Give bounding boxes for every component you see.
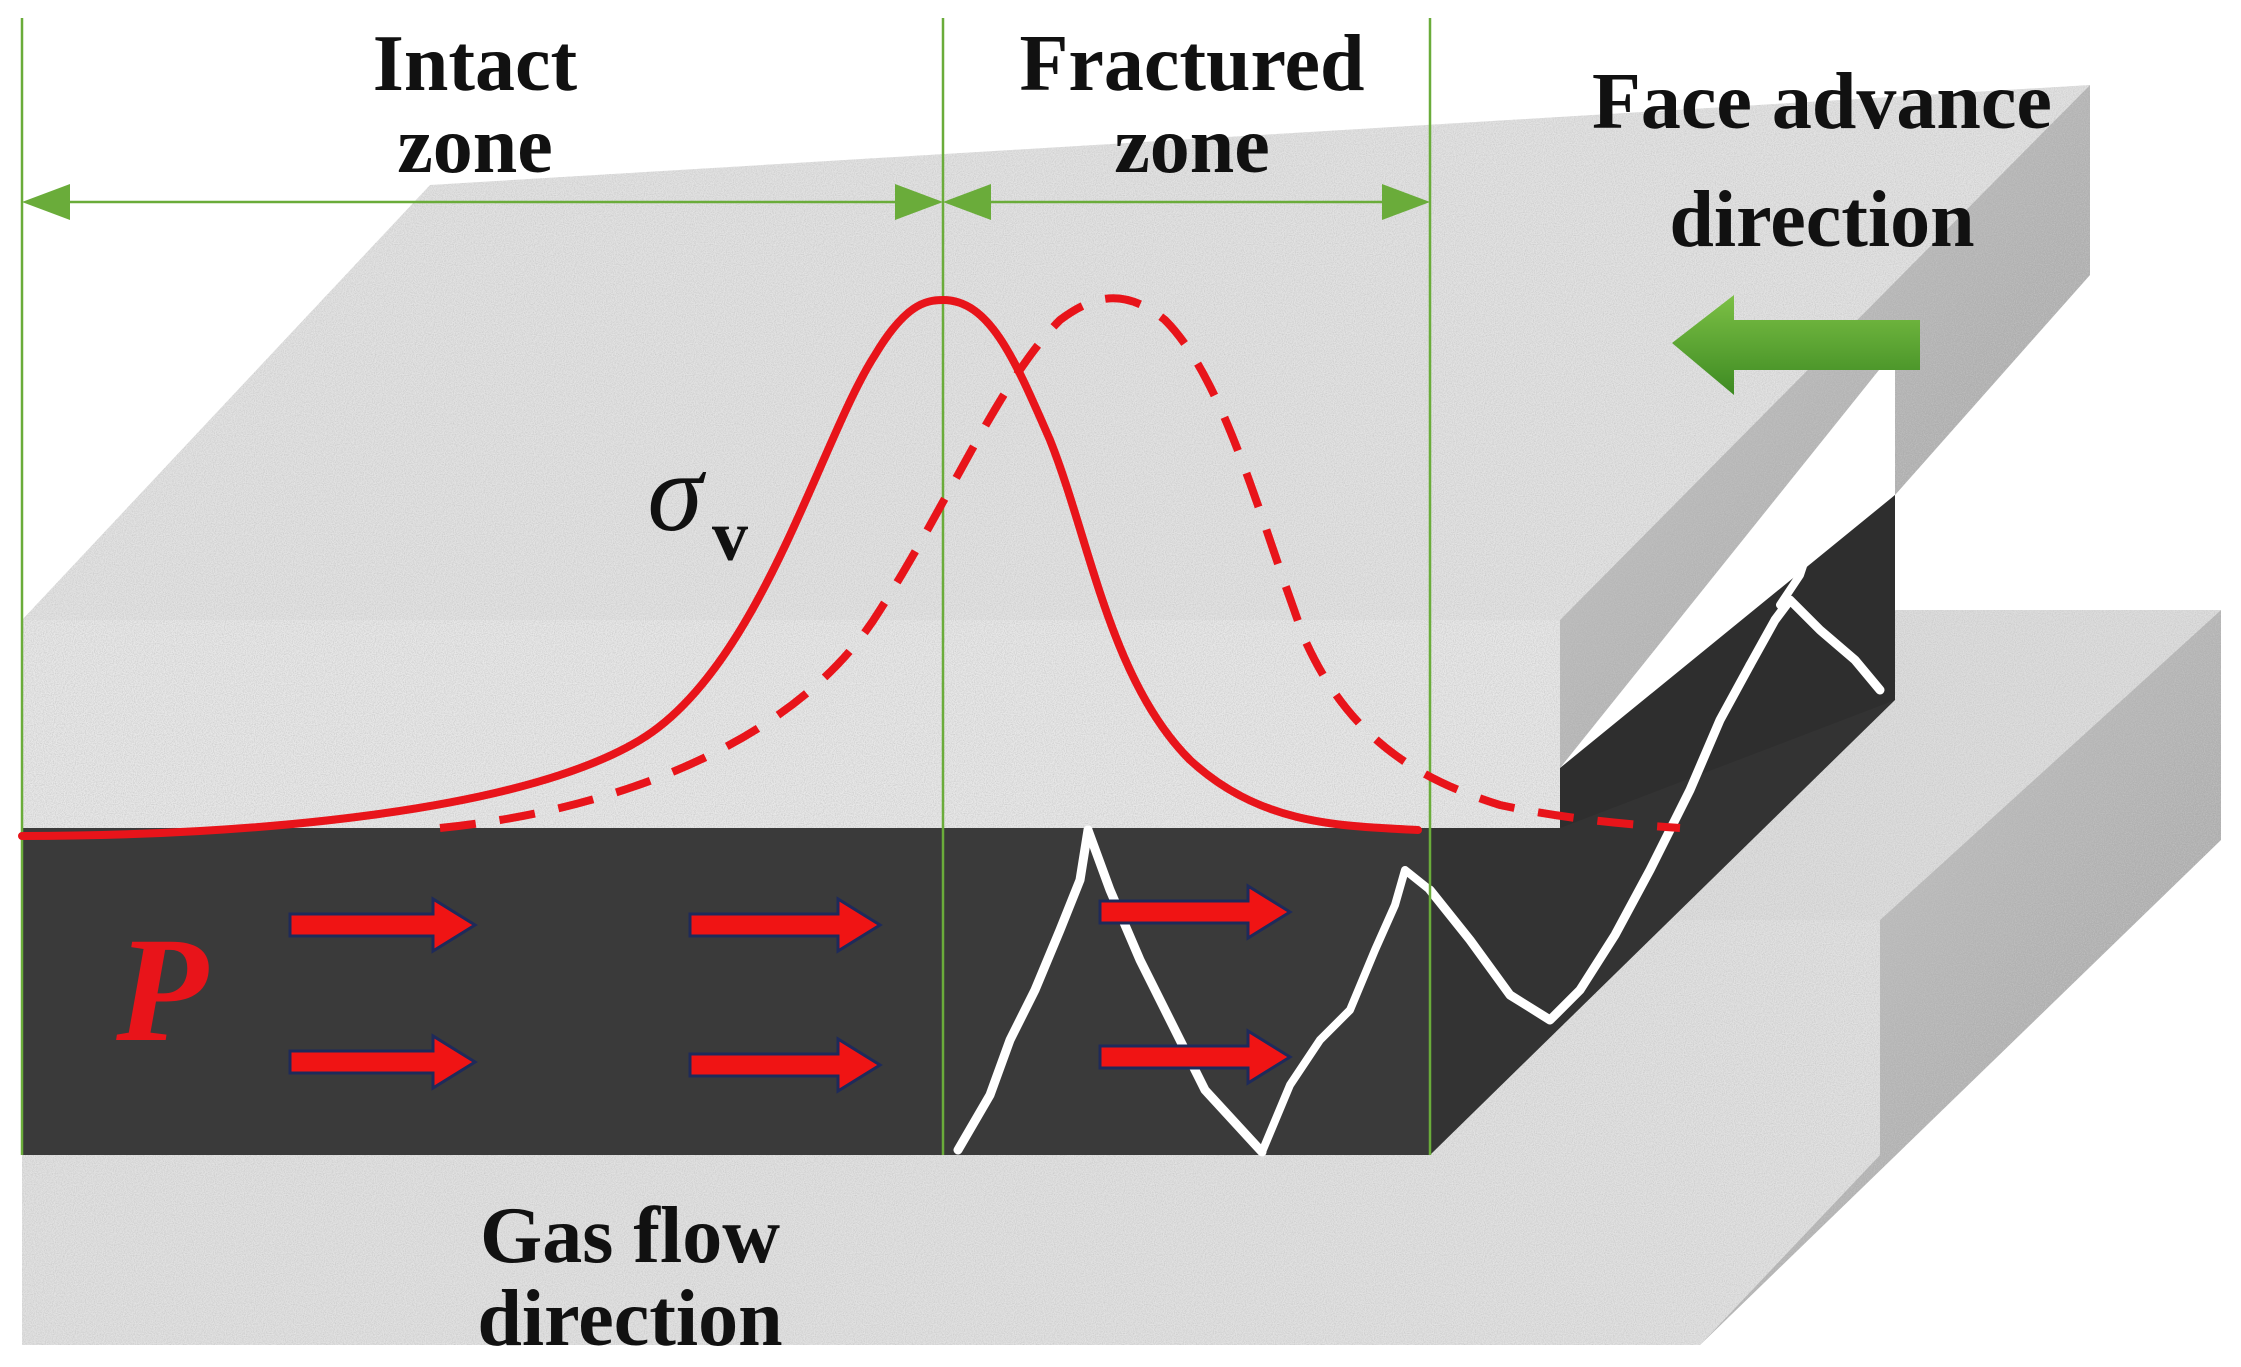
pressure-symbol: P	[115, 907, 209, 1073]
crack-4	[1425, 660, 1755, 1025]
labels: Intact zone Fractured zone Face advance …	[115, 20, 2052, 1363]
gas-flow-arrows	[288, 883, 1293, 1094]
floor-rock-front	[22, 920, 1880, 1345]
sigma-subscript: v	[712, 496, 748, 576]
vertical-stress-curves	[18, 294, 1681, 840]
fractured-zone-right-arrowhead	[1382, 184, 1430, 220]
sigma-symbol: σ	[647, 431, 706, 555]
fractured-zone-left-arrowhead	[943, 184, 991, 220]
crack-5	[1745, 595, 1885, 695]
gas-flow-label: direction	[477, 1275, 782, 1363]
crack-6	[1776, 556, 1809, 609]
roof-rock-side	[1560, 85, 2090, 768]
crack-2	[1083, 825, 1267, 1157]
crack-3	[1258, 866, 1434, 1156]
stress-curve-current	[18, 295, 1422, 840]
face-advance-arrow	[1672, 295, 1920, 395]
coal-seam-face	[1560, 495, 1895, 828]
gas-flow-label: Gas flow	[480, 1192, 780, 1280]
intact-zone-label: zone	[397, 102, 553, 190]
roof-rock-top	[22, 85, 2090, 620]
gas-flow-arrow	[1098, 1028, 1293, 1086]
roof-rock-front	[22, 620, 1560, 828]
intact-zone-label: Intact	[373, 20, 578, 108]
roof-rock	[22, 85, 2090, 828]
face-advance-label: direction	[1669, 176, 1974, 264]
fracture-cracks	[953, 556, 1885, 1157]
floor-rock-side	[1700, 610, 2221, 1345]
gas-flow-arrow	[688, 1036, 883, 1094]
fractured-zone-label: zone	[1114, 102, 1270, 190]
gas-flow-arrow	[1098, 883, 1293, 941]
gas-flow-arrow	[688, 896, 883, 954]
intact-zone-right-arrowhead	[895, 184, 943, 220]
intact-zone-left-arrowhead	[22, 184, 70, 220]
face-advance-label: Face advance	[1592, 58, 2052, 146]
crack-1	[953, 825, 1093, 1155]
gas-flow-arrow	[288, 896, 478, 954]
gas-flow-arrow	[288, 1033, 478, 1091]
fractured-zone-label: Fractured	[1019, 20, 1364, 108]
zone-dimension-lines	[20, 18, 1432, 1155]
